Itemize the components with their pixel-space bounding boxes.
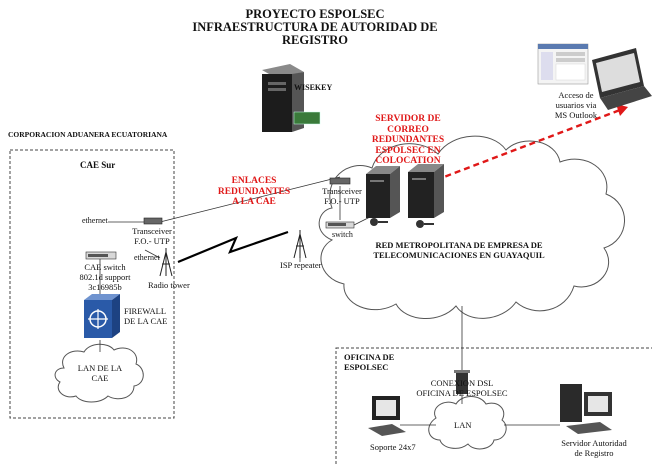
office-line-2: ESPOLSEC — [344, 362, 389, 372]
outlook-access-arrow — [435, 108, 621, 182]
registry-server-line-1: Servidor Autoridad — [561, 438, 627, 448]
mail-server-2-icon — [408, 164, 444, 218]
firewall-line-2: DE LA CAE — [124, 316, 168, 326]
transceiver-left-label: Transceiver F.O.- UTP — [124, 226, 180, 246]
isp-repeater-tower-icon — [293, 230, 307, 259]
redundant-links-label: ENLACES REDUNDANTES A LA CAE — [214, 176, 294, 208]
wireless-link — [177, 230, 289, 264]
registry-server-workstation-icon — [560, 384, 612, 434]
transceiver-left-line-2: F.O.- UTP — [134, 236, 170, 246]
cae-switch-line-1: CAE switch — [84, 262, 126, 272]
title-line-3: REGISTRO — [282, 33, 348, 47]
metro-cloud — [318, 135, 625, 319]
office-label: OFICINA DE ESPOLSEC — [344, 352, 394, 372]
lan-cae-line-2: CAE — [91, 373, 109, 383]
ethernet-low-label: ethernet — [134, 253, 160, 262]
mail-servers-line-4: ESPOLSEC EN — [375, 145, 441, 156]
title-line-1: PROYECTO ESPOLSEC — [245, 7, 385, 21]
dsl-modem-icon — [454, 370, 470, 394]
laptop-icon — [592, 48, 652, 110]
transceiver-right-icon — [329, 177, 351, 185]
dsl-connection-line-2: OFICINA DE ESPOLSEC — [416, 388, 508, 398]
cae-sur-label: CAE Sur — [80, 160, 116, 170]
metro-network-line-1: RED METROPOLITANA DE EMPRESA DE — [375, 240, 543, 250]
dsl-connection-label: CONEXION DSL OFICINA DE ESPOLSEC — [402, 378, 522, 398]
registry-server-line-2: de Registro — [574, 448, 614, 458]
mail-server-1-icon — [366, 166, 400, 218]
transceiver-left-line-1: Transceiver — [132, 226, 172, 236]
office-lan-label: LAN — [454, 420, 472, 430]
transceiver-right-line-2: F.O.- UTP — [324, 196, 360, 206]
dsl-connection-line-1: CONEXION DSL — [430, 378, 494, 388]
wisekey-server-icon — [262, 64, 321, 132]
outlook-screenshot-thumbnail — [537, 43, 589, 85]
arrow-head-right — [616, 104, 628, 116]
switch-icon — [325, 221, 355, 229]
outlook-access-line-1: Acceso de — [558, 90, 594, 100]
cae-switch-label: CAE switch 802.1d support 3c16985b — [72, 262, 138, 292]
connection-lines — [99, 176, 560, 426]
transceiver-right-line-1: Transceiver — [322, 186, 362, 196]
ethernet-top-label: ethernet — [82, 216, 108, 225]
metro-network-line-2: TELECOMUNICACIONES EN GUAYAQUIL — [373, 250, 545, 260]
radio-tower-icon — [159, 248, 173, 277]
cae-switch-line-2: 802.1d support — [79, 272, 131, 282]
isp-repeater-label: ISP repeater — [280, 260, 322, 270]
lan-cae-label: LAN DE LA CAE — [70, 363, 130, 383]
office-line-1: OFICINA DE — [344, 352, 395, 362]
registry-server-label: Servidor Autoridad de Registro — [554, 438, 634, 458]
radio-tower-label: Radio tower — [148, 280, 190, 290]
support-label: Soporte 24x7 — [370, 442, 416, 452]
support-workstation-icon — [368, 396, 406, 436]
redundant-links-line-3: A LA CAE — [232, 197, 276, 207]
redundant-links-line-2: REDUNDANTES — [217, 186, 291, 197]
transceiver-left-icon — [143, 217, 163, 225]
mail-servers-line-5: COLOCATION — [375, 156, 441, 166]
firewall-line-1: FIREWALL — [124, 306, 167, 316]
firewall-label: FIREWALL DE LA CAE — [124, 306, 167, 326]
wisekey-label: WISEKEY — [294, 83, 333, 92]
cae-boundary — [9, 149, 175, 419]
lan-cae-line-1: LAN DE LA — [77, 363, 123, 373]
mail-servers-line-3: REDUNDANTES — [371, 135, 445, 145]
lan-office-cloud — [428, 396, 507, 450]
mail-servers-line-1: SERVIDOR DE — [375, 114, 441, 124]
redundant-links-line-1: ENLACES — [231, 176, 277, 186]
title-line-2: INFRAESTRUCTURA DE AUTORIDAD DE — [192, 20, 438, 34]
office-boundary — [335, 347, 652, 466]
cae-switch-line-3: 3c16985b — [88, 282, 122, 292]
diagram-title: PROYECTO ESPOLSEC INFRAESTRUCTURA DE AUT… — [170, 8, 460, 47]
cae-switch-icon — [85, 251, 117, 260]
transceiver-right-label: Transceiver F.O.- UTP — [314, 186, 370, 206]
organization-label: CORPORACION ADUANERA ECUATORIANA — [8, 130, 168, 139]
switch-label: switch — [332, 230, 353, 239]
outlook-access-line-3: MS Outlook — [554, 110, 598, 120]
mail-servers-label: SERVIDOR DE CORREO REDUNDANTES ESPOLSEC … — [366, 114, 450, 167]
mail-servers-line-2: CORREO — [387, 124, 429, 135]
key-icons — [370, 218, 434, 228]
metro-network-label: RED METROPOLITANA DE EMPRESA DE TELECOMU… — [354, 240, 564, 260]
outlook-access-line-2: usuarios via — [555, 100, 597, 110]
lan-cae-cloud — [54, 343, 144, 403]
outlook-access-label: Acceso de usuarios via MS Outlook — [536, 90, 616, 120]
firewall-icon — [84, 294, 120, 338]
